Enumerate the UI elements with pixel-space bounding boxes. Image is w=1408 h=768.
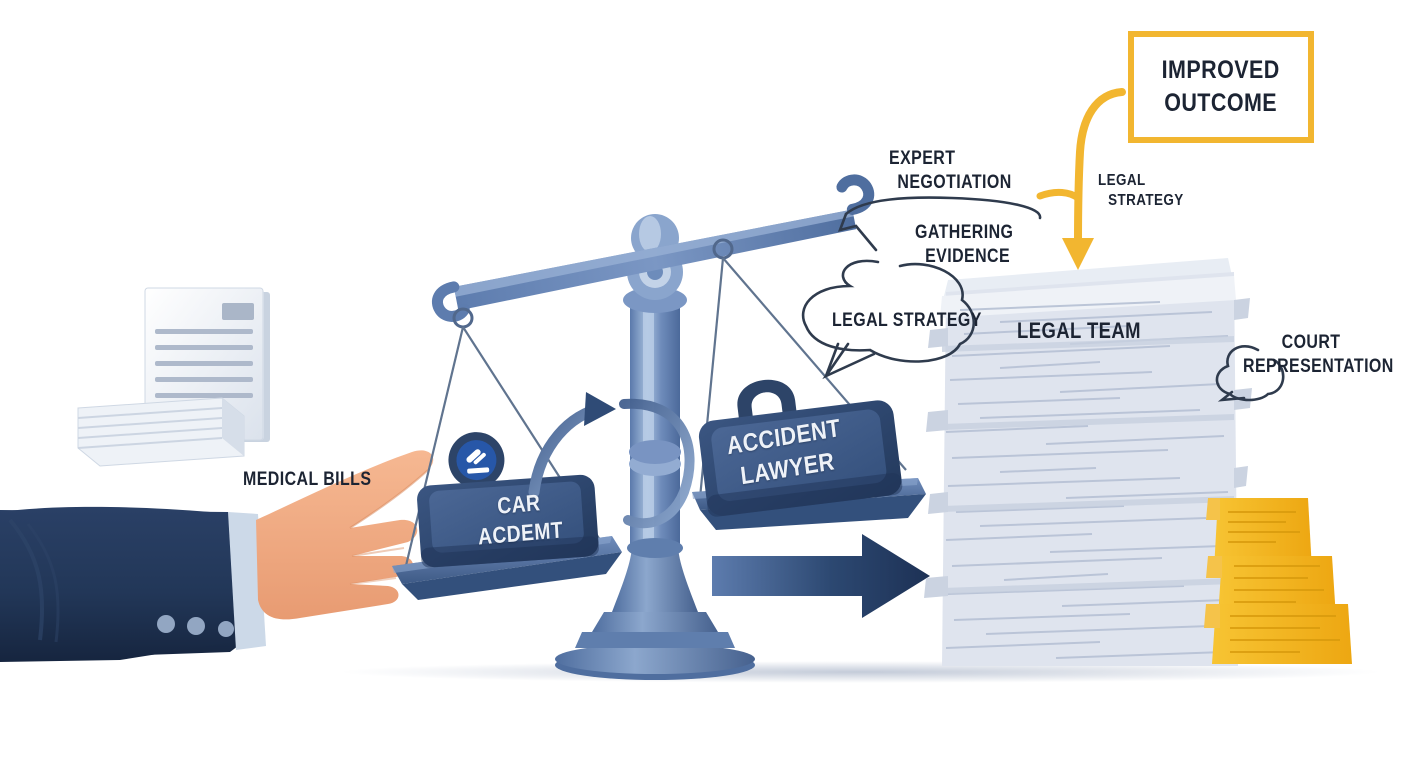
speech-bubble-legal-strategy — [801, 259, 976, 380]
label-gathering-evidence-line1: GATHERING — [915, 222, 1014, 243]
label-car-accident: CAR ACDEMT — [475, 487, 563, 553]
label-legal-strategy-arrow-line1: LEGAL — [1098, 172, 1146, 189]
gavel-icon — [466, 449, 490, 474]
label-legal-strategy-arrow-line2: STRATEGY — [1108, 192, 1184, 210]
speech-bubble-court-representation — [1215, 345, 1285, 402]
document-stack-icon — [924, 258, 1252, 666]
medical-bills-document — [77, 287, 270, 467]
accident-lawyer-briefcase — [698, 379, 903, 517]
label-court-representation-line2: REPRESENTATION — [1243, 356, 1394, 378]
label-gathering-evidence-line2: EVIDENCE — [925, 246, 1011, 268]
label-court-representation: COURT REPRESENTATION — [1243, 331, 1394, 380]
label-expert-negotiation-line2: NEGOTIATION — [897, 172, 1012, 194]
label-legal-strategy-arrow: LEGAL STRATEGY — [1098, 171, 1184, 212]
label-legal-team: LEGAL TEAM — [1017, 318, 1141, 343]
car-accident-briefcase — [417, 432, 599, 568]
curved-arrow-icon — [528, 392, 695, 529]
speech-bubble-expert-negotiation — [837, 196, 1042, 252]
improved-outcome-line2: OUTCOME — [1164, 89, 1278, 117]
pointing-hand-icon — [0, 450, 434, 662]
label-expert-negotiation: EXPERT NEGOTIATION — [889, 147, 1012, 196]
label-expert-negotiation-line1: EXPERT — [889, 148, 956, 169]
improved-outcome-callout: IMPROVED OUTCOME — [1128, 31, 1314, 143]
improved-outcome-line1: IMPROVED — [1161, 56, 1281, 84]
label-gathering-evidence: GATHERING EVIDENCE — [915, 221, 1013, 270]
label-legal-strategy-bubble: LEGAL STRATEGY — [832, 310, 982, 331]
label-court-representation-line1: COURT — [1281, 332, 1341, 353]
gold-document-stack-icon — [1204, 498, 1352, 664]
right-arrow-icon — [712, 534, 930, 618]
yellow-curved-arrow-icon — [1036, 88, 1126, 270]
label-medical-bills: MEDICAL BILLS — [243, 469, 372, 490]
